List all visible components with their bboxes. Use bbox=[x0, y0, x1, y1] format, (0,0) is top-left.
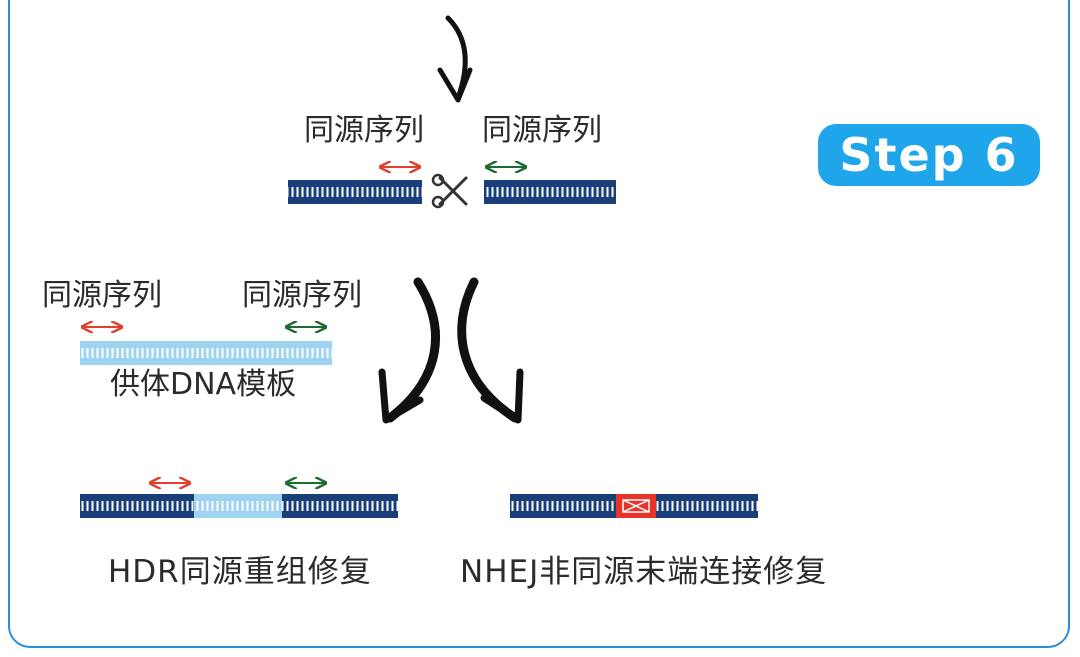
hdr-repair-label: HDR同源重组修复 bbox=[108, 554, 372, 590]
cut-dna-right-segment bbox=[484, 180, 616, 204]
scissors-icon bbox=[431, 173, 468, 209]
donor-template-label: 供体DNA模板 bbox=[110, 367, 297, 402]
nhej-error-insert bbox=[616, 494, 656, 518]
step-panel bbox=[8, 0, 1070, 648]
donor-template-dna bbox=[80, 341, 332, 365]
donor-left-homology-label: 同源序列 bbox=[42, 278, 162, 313]
step-badge: Step 6 bbox=[818, 124, 1040, 186]
nhej-repair-label: NHEJ非同源末端连接修复 bbox=[460, 554, 828, 590]
nhej-branch-arrow bbox=[457, 277, 524, 424]
top-right-homology-label: 同源序列 bbox=[482, 113, 602, 148]
cut-dna-left-segment bbox=[288, 180, 422, 204]
top-left-homology-label: 同源序列 bbox=[304, 113, 424, 148]
hdr-repaired-dna bbox=[80, 494, 398, 518]
top-curved-arrow bbox=[437, 15, 473, 103]
donor-right-homology-label: 同源序列 bbox=[242, 278, 362, 313]
hdr-branch-arrow bbox=[378, 277, 440, 424]
